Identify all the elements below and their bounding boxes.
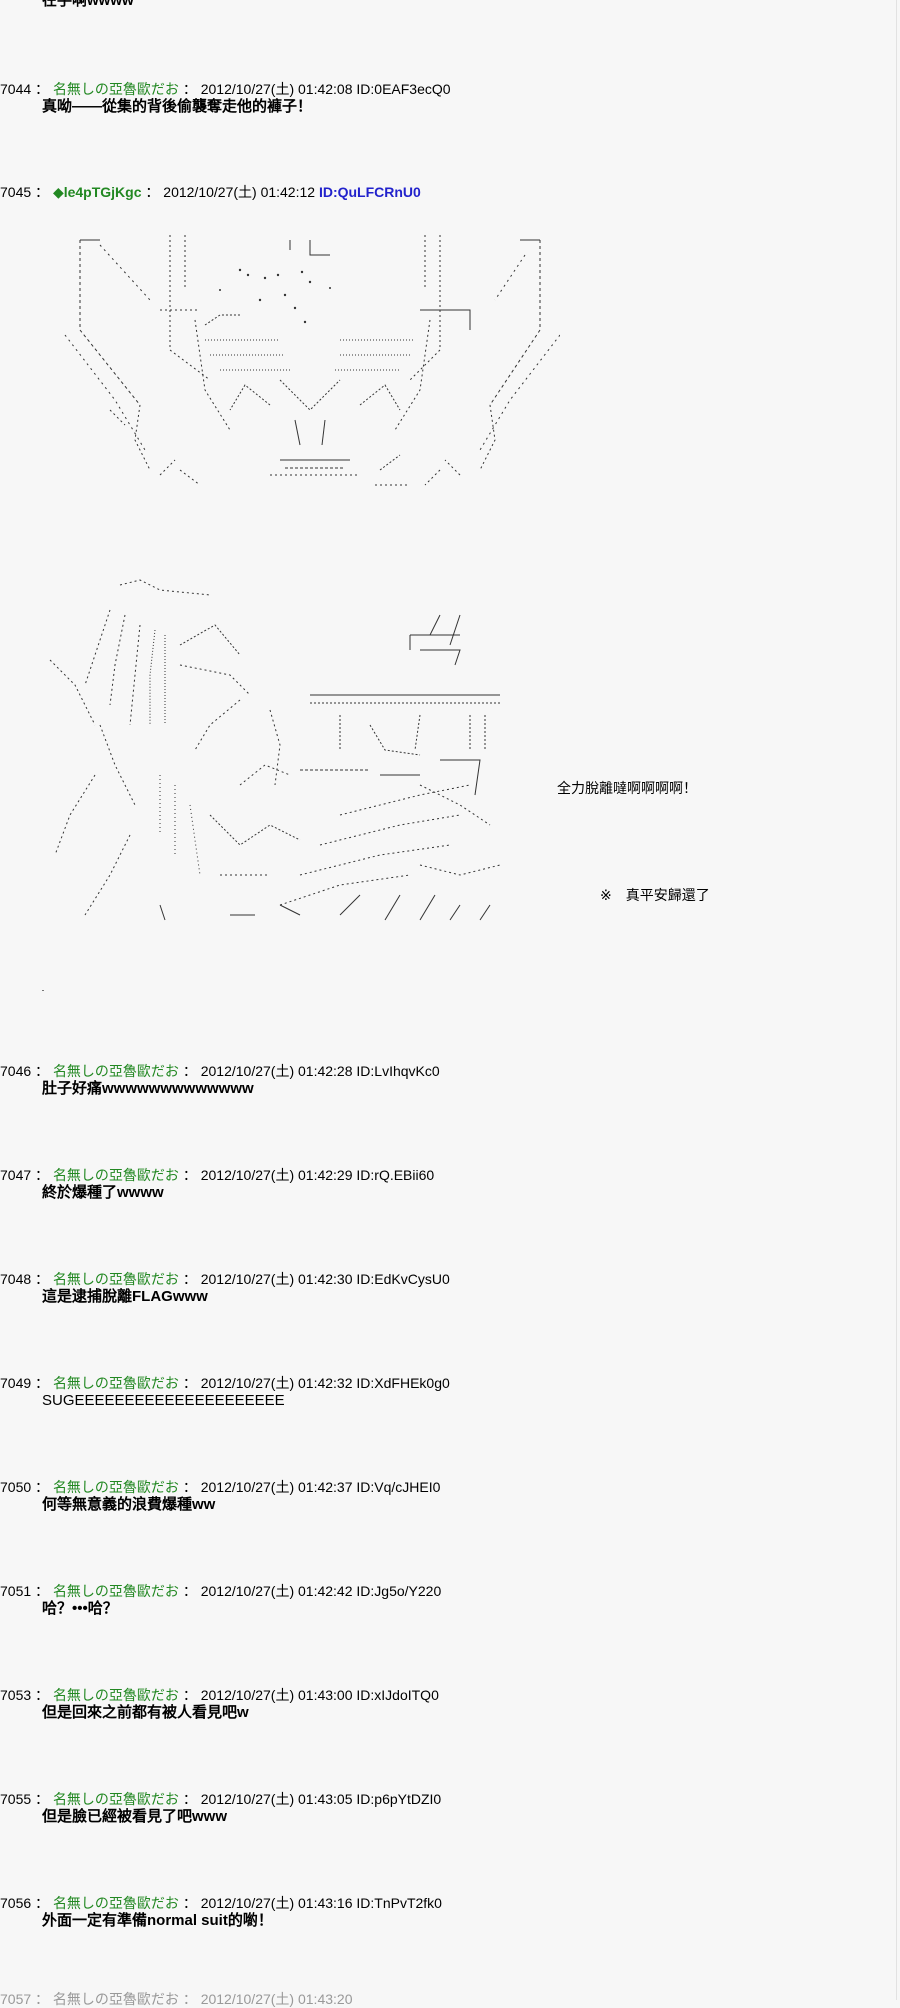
post-body: 何等無意義的浪費爆種ww — [42, 1496, 216, 1513]
poster-name: 名無しの亞魯歐だお — [52, 1063, 179, 1079]
poster-name: 名無しの亞魯歐だお — [52, 1167, 179, 1183]
post-id[interactable]: ID:TnPvT2fk0 — [356, 1895, 442, 1911]
post-number[interactable]: 7047 — [0, 1167, 32, 1183]
post-id[interactable]: ID:Vq/cJHEI0 — [356, 1479, 441, 1495]
post-header: 7044 ： 名無しの亞魯歐だお ： 2012/10/27(土) 01:42:0… — [0, 81, 451, 97]
post-datetime: 2012/10/27(土) 01:42:42 — [200, 1583, 353, 1599]
ascii-art-figure-wings — [64, 235, 560, 486]
post-body: 終於爆種了wwww — [42, 1184, 164, 1201]
post-7044: 7044 ： 名無しの亞魯歐だお ： 2012/10/27(土) 01:42:0… — [0, 80, 451, 116]
post-header: 7048 ： 名無しの亞魯歐だお ： 2012/10/27(土) 01:42:3… — [0, 1271, 450, 1287]
post-7050: 7050 ： 名無しの亞魯歐だお ： 2012/10/27(土) 01:42:3… — [0, 1478, 440, 1514]
post-datetime: 2012/10/27(土) 01:42:29 — [200, 1167, 353, 1183]
post-number[interactable]: 7048 — [0, 1271, 32, 1287]
post-id[interactable]: ID:0EAF3ecQ0 — [356, 81, 451, 97]
post-id[interactable]: ID:Jg5o/Y220 — [356, 1583, 442, 1599]
ascii-art-top — [40, 230, 560, 500]
poster-tripcode: ◆le4pTGjKgc — [52, 184, 142, 200]
post-7051: 7051 ： 名無しの亞魯歐だお ： 2012/10/27(土) 01:42:4… — [0, 1582, 441, 1618]
post-id[interactable]: ID:XdFHEk0g0 — [356, 1375, 450, 1391]
post-datetime: 2012/10/27(土) 01:42:08 — [200, 81, 353, 97]
post-7046: 7046 ： 名無しの亞魯歐だお ： 2012/10/27(土) 01:42:2… — [0, 1062, 440, 1098]
post-7049: 7049 ： 名無しの亞魯歐だお ： 2012/10/27(土) 01:42:3… — [0, 1374, 450, 1410]
post-datetime: 2012/10/27(土) 01:42:12 — [163, 184, 316, 200]
post-body: 哈？•••哈？ — [42, 1600, 118, 1617]
post-datetime: 2012/10/27(土) 01:43:16 — [200, 1895, 353, 1911]
post-number[interactable]: 7051 — [0, 1583, 32, 1599]
post-7056: 7056 ： 名無しの亞魯歐だお ： 2012/10/27(土) 01:43:1… — [0, 1894, 442, 1930]
post-7053: 7053 ： 名無しの亞魯歐だお ： 2012/10/27(土) 01:43:0… — [0, 1686, 439, 1722]
partial-bottom-post: 7057 ： 名無しの亞魯歐だお ： 2012/10/27(土) 01:43:2… — [0, 1990, 352, 2008]
post-number[interactable]: 7049 — [0, 1375, 32, 1391]
post-7055: 7055 ： 名無しの亞魯歐だお ： 2012/10/27(土) 01:43:0… — [0, 1790, 441, 1826]
post-header: 7051 ： 名無しの亞魯歐だお ： 2012/10/27(土) 01:42:4… — [0, 1583, 442, 1599]
post-body: 肚子好痛wwwwwwwwwwwww — [42, 1080, 254, 1097]
post-number[interactable]: 7045 — [0, 184, 32, 200]
poster-name: 名無しの亞魯歐だお — [52, 1271, 179, 1287]
post-header: 7055 ： 名無しの亞魯歐だお ： 2012/10/27(土) 01:43:0… — [0, 1791, 442, 1807]
post-7045: 7045 ： ◆le4pTGjKgc ： 2012/10/27(土) 01:42… — [0, 183, 421, 201]
post-header: 7056 ： 名無しの亞魯歐だお ： 2012/10/27(土) 01:43:1… — [0, 1895, 442, 1911]
post-datetime: 2012/10/27(土) 01:43:05 — [200, 1791, 353, 1807]
post-body: 在手啊wwww — [42, 0, 134, 9]
post-number[interactable]: 7050 — [0, 1479, 32, 1495]
post-header: 7049 ： 名無しの亞魯歐だお ： 2012/10/27(土) 01:42:3… — [0, 1375, 450, 1391]
ascii-art-figure-cockpit — [49, 579, 501, 921]
post-body: 真呦——從集的背後偷襲奪走他的褲子！ — [42, 98, 313, 115]
post-datetime: 2012/10/27(土) 01:42:37 — [200, 1479, 353, 1495]
poster-name: 名無しの亞魯歐だお — [52, 81, 179, 97]
poster-name: 名無しの亞魯歐だお — [52, 1687, 179, 1703]
post-number[interactable]: 7055 — [0, 1791, 32, 1807]
post-number[interactable]: 7044 — [0, 81, 32, 97]
post-7048: 7048 ： 名無しの亞魯歐だお ： 2012/10/27(土) 01:42:3… — [0, 1270, 450, 1306]
aa-shout-text: 全力脫離噠啊啊啊啊！ — [557, 780, 697, 796]
post-body: 但是臉已經被看見了吧www — [42, 1808, 228, 1825]
post-datetime: 2012/10/27(土) 01:42:28 — [200, 1063, 353, 1079]
post-id[interactable]: ID:LvIhqvKc0 — [356, 1063, 440, 1079]
post-number[interactable]: 7056 — [0, 1895, 32, 1911]
post-number[interactable]: 7046 — [0, 1063, 32, 1079]
post-body: 這是逮捕脫離FLAGwww — [42, 1288, 208, 1305]
post-body: 但是回來之前都有被人看見吧w — [42, 1704, 249, 1721]
partial-top-post: 在手啊wwww — [0, 0, 134, 10]
post-datetime: 2012/10/27(土) 01:42:30 — [200, 1271, 353, 1287]
post-id[interactable]: ID:xIJdoITQ0 — [356, 1687, 439, 1703]
post-header: 7046 ： 名無しの亞魯歐だお ： 2012/10/27(土) 01:42:2… — [0, 1063, 440, 1079]
post-7047: 7047 ： 名無しの亞魯歐だお ： 2012/10/27(土) 01:42:2… — [0, 1166, 434, 1202]
post-number[interactable]: 7053 — [0, 1687, 32, 1703]
post-header: 7047 ： 名無しの亞魯歐だお ： 2012/10/27(土) 01:42:2… — [0, 1167, 435, 1183]
post-header: 7053 ： 名無しの亞魯歐だお ： 2012/10/27(土) 01:43:0… — [0, 1687, 439, 1703]
poster-name: 名無しの亞魯歐だお — [52, 1791, 179, 1807]
post-body: SUGEEEEEEEEEEEEEEEEEEEEE — [42, 1392, 285, 1409]
poster-name: 名無しの亞魯歐だお — [52, 1479, 179, 1495]
separator-dot — [42, 990, 44, 991]
post-header: 7057 ： 名無しの亞魯歐だお ： 2012/10/27(土) 01:43:2… — [0, 1991, 353, 2007]
post-header: 7050 ： 名無しの亞魯歐だお ： 2012/10/27(土) 01:42:3… — [0, 1479, 441, 1495]
post-header: 7045 ： ◆le4pTGjKgc ： 2012/10/27(土) 01:42… — [0, 184, 421, 200]
post-body: 外面一定有準備normal suit的喲！ — [42, 1912, 273, 1929]
post-id[interactable]: ID:EdKvCysU0 — [356, 1271, 450, 1287]
post-datetime: 2012/10/27(土) 01:42:32 — [200, 1375, 353, 1391]
post-id[interactable]: ID:rQ.EBii60 — [356, 1167, 435, 1183]
post-datetime: 2012/10/27(土) 01:43:00 — [200, 1687, 353, 1703]
ascii-art-bottom — [40, 575, 540, 935]
poster-name: 名無しの亞魯歐だお — [52, 1895, 179, 1911]
poster-name: 名無しの亞魯歐だお — [52, 1375, 179, 1391]
poster-name: 名無しの亞魯歐だお — [52, 1583, 179, 1599]
post-id[interactable]: ID:p6pYtDZI0 — [356, 1791, 442, 1807]
aa-note-text: ※ 真平安歸還了 — [600, 887, 710, 903]
post-id[interactable]: ID:QuLFCRnU0 — [318, 184, 421, 200]
